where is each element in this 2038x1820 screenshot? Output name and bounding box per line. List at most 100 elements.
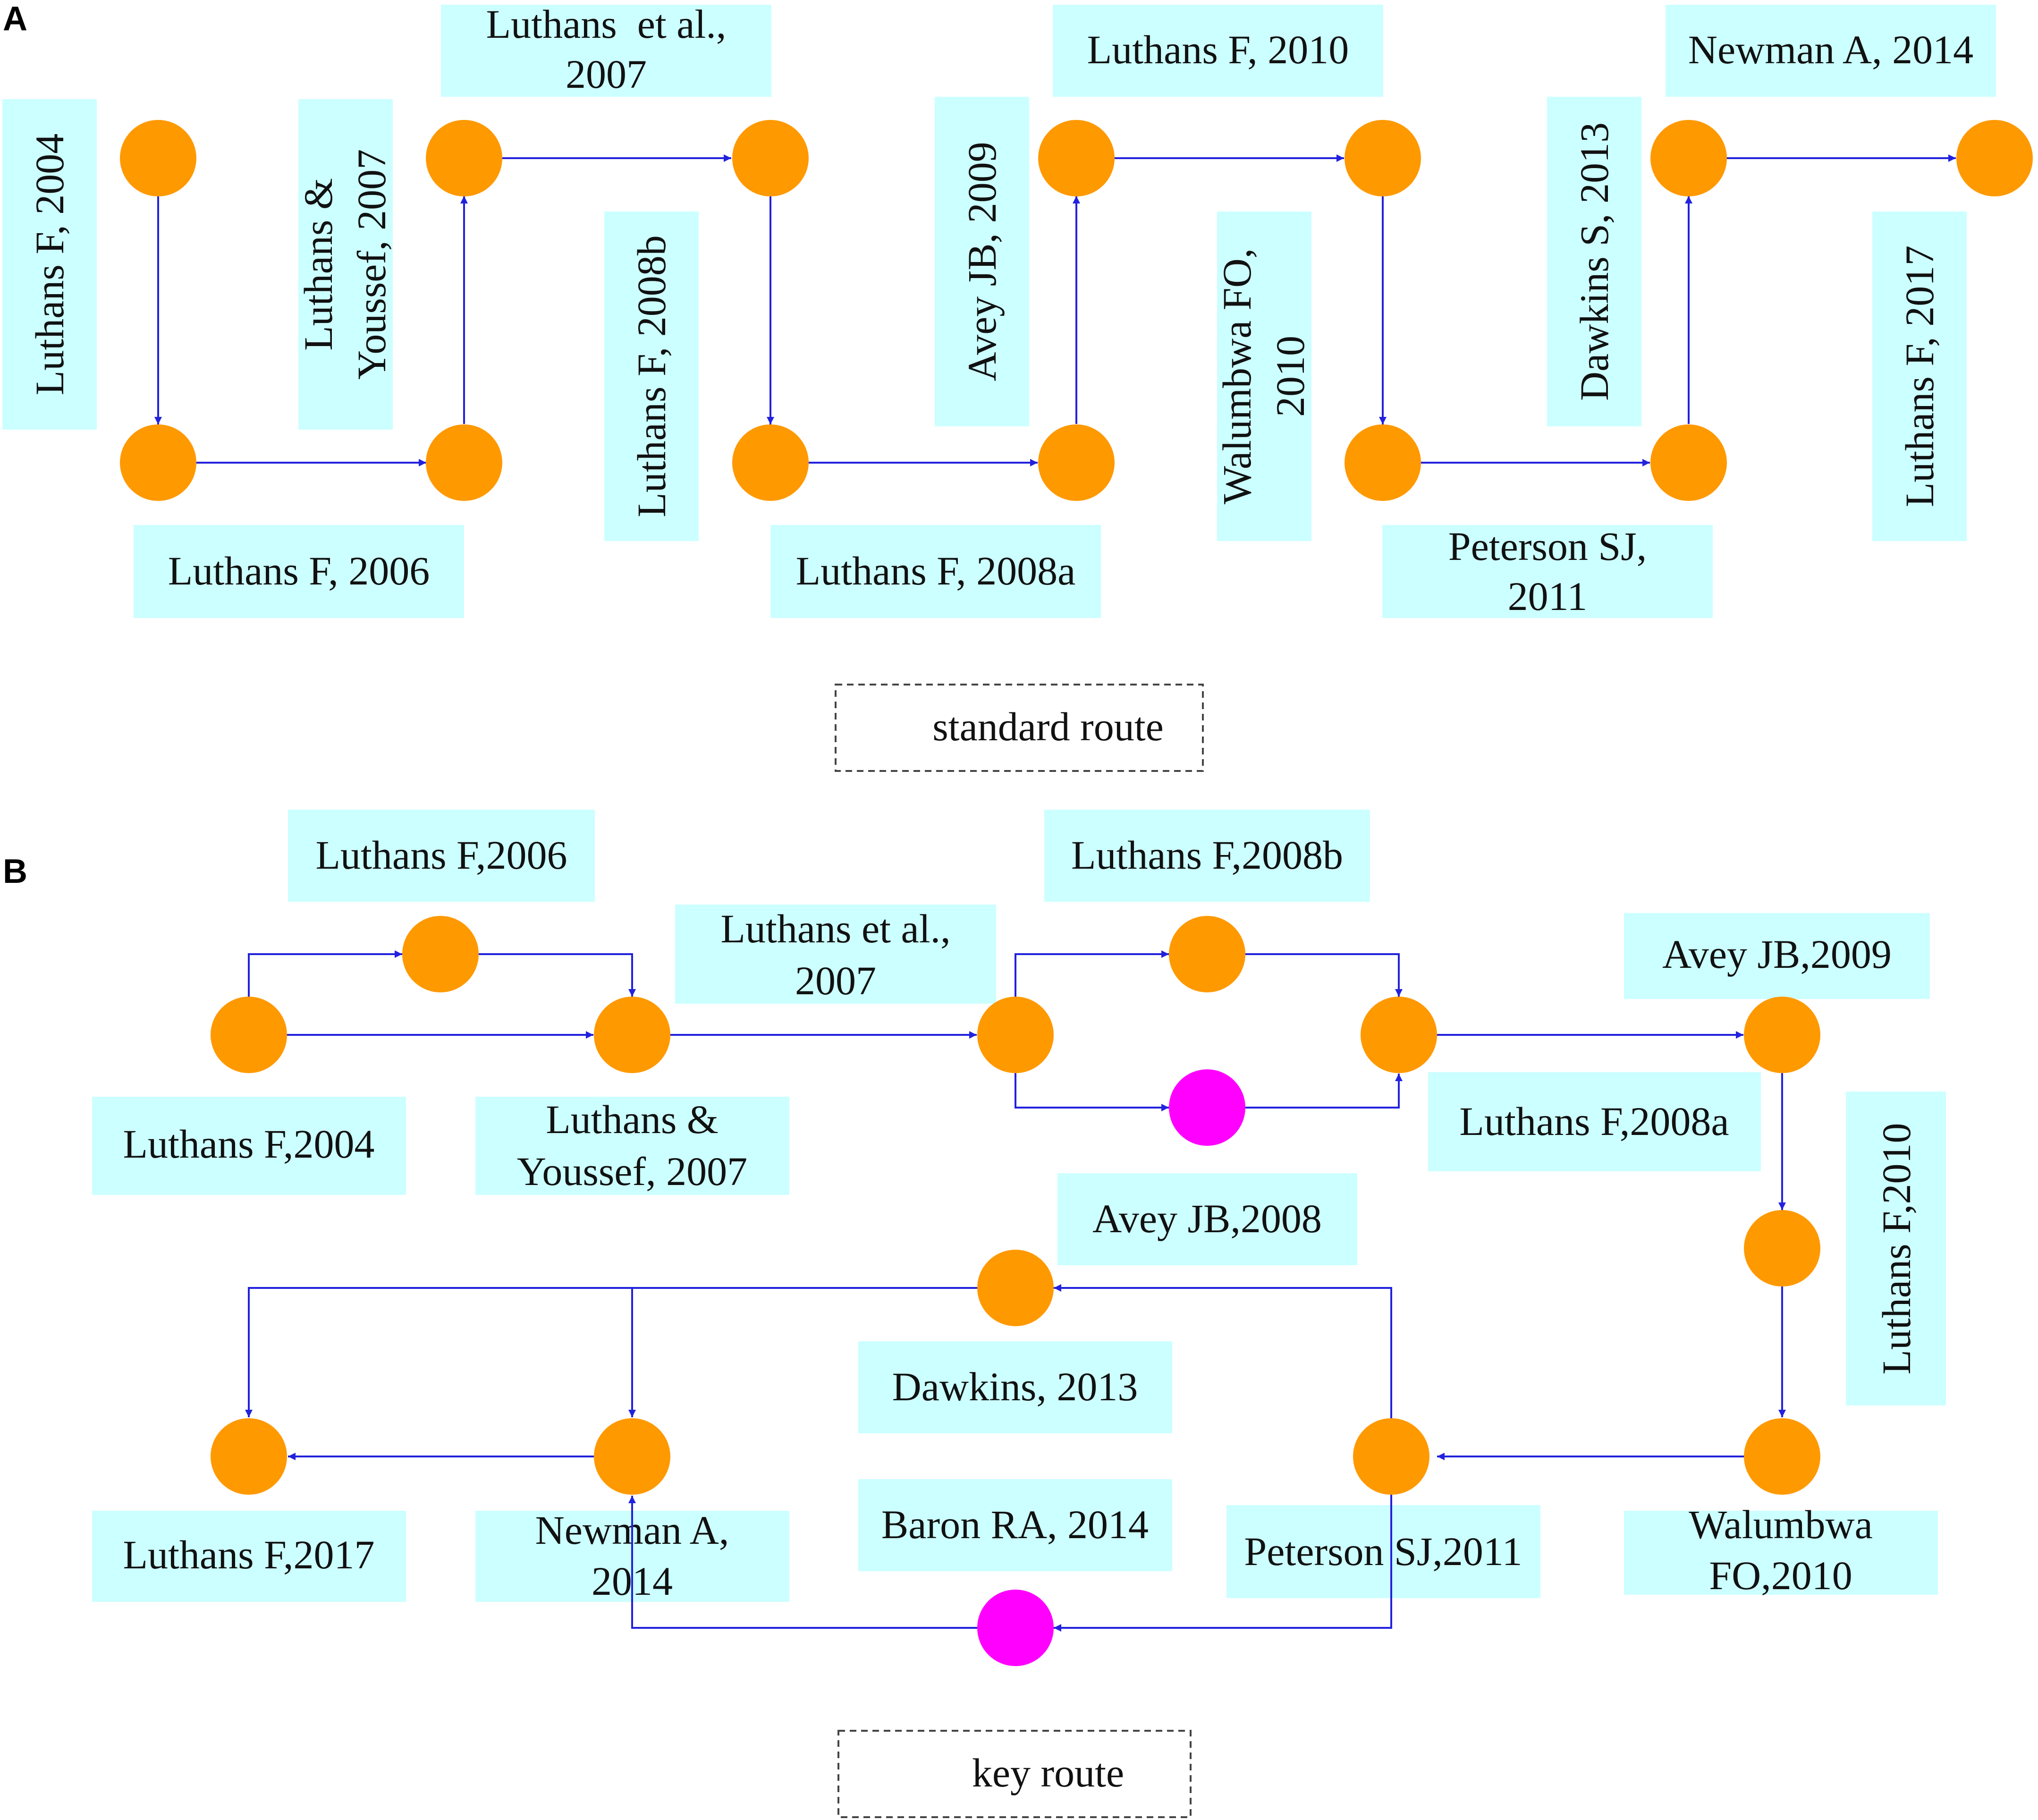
svg-text:Luthans et al.,: Luthans et al., — [486, 1, 727, 47]
svg-text:standard route: standard route — [932, 704, 1164, 749]
svg-text:Luthans F,2006: Luthans F,2006 — [315, 832, 567, 878]
edge-b-2008b-2008a — [1245, 953, 1403, 997]
node-b-luthans-etal-2007 — [977, 997, 1054, 1073]
label-a-luthans-youssef-2007: Luthans & Youssef, 2007 — [296, 99, 394, 430]
svg-text:2007: 2007 — [795, 958, 876, 1003]
edge-b-2006-ly2007 — [479, 953, 636, 997]
label-a-luthans-2006: Luthans F, 2006 — [134, 525, 464, 618]
panel-b-nodes — [211, 916, 1820, 1666]
label-a-luthans-2004: Luthans F, 2004 — [2, 99, 97, 430]
svg-text:Avey JB,2009: Avey JB,2009 — [1662, 931, 1892, 977]
svg-text:Luthans F, 2006: Luthans F, 2006 — [168, 548, 430, 593]
label-a-newman-2014: Newman A, 2014 — [1666, 5, 1996, 97]
label-a-walumbwa-2010: Walumbwa FO, 2010 — [1214, 212, 1313, 541]
edge-b-key1-2008a — [1245, 1074, 1403, 1109]
edge-b-key2-newman — [628, 1496, 977, 1629]
node-b-peterson-2011 — [1353, 1418, 1429, 1495]
node-a-walumbwa-2010 — [1345, 120, 1421, 196]
label-b-luthans-2006: Luthans F,2006 — [288, 810, 595, 902]
svg-text:Walumbwa: Walumbwa — [1689, 1502, 1873, 1547]
node-a-luthans-2017 — [1956, 120, 2033, 196]
svg-text:Luthans F, 2017: Luthans F, 2017 — [1897, 245, 1942, 508]
panel-a-edges — [154, 154, 1956, 466]
panel-a-nodes — [120, 120, 2033, 501]
node-a-newman-2014 — [1650, 120, 1727, 196]
node-a-avey-2009 — [1038, 424, 1115, 501]
panel-b-labels: Luthans F,2006 Luthans F,2004 Luthans & … — [92, 810, 1946, 1604]
node-a-luthans-2004 — [120, 120, 196, 196]
svg-text:Luthans F, 2008b: Luthans F, 2008b — [629, 235, 674, 517]
label-b-walumbwa-2010: Walumbwa FO,2010 — [1624, 1502, 1938, 1598]
svg-text:Luthans &: Luthans & — [296, 178, 341, 350]
svg-text:key route: key route — [972, 1750, 1124, 1795]
svg-text:Luthans F, 2008a: Luthans F, 2008a — [796, 548, 1076, 593]
node-a-luthans-2006 — [120, 424, 196, 501]
node-a-luthans-2008a — [732, 424, 809, 501]
node-a-luthans-2010 — [1038, 120, 1115, 196]
node-b-luthans-2017 — [211, 1418, 287, 1495]
edge-b-peterson-avey2008 — [1054, 1284, 1392, 1418]
svg-text:Youssef, 2007: Youssef, 2007 — [517, 1149, 747, 1194]
node-b-key-node-2 — [977, 1590, 1054, 1666]
label-b-luthans-2010: Luthans F,2010 — [1846, 1092, 1946, 1405]
panel-b-letter: B — [3, 853, 27, 890]
node-a-dawkins-2013 — [1650, 424, 1727, 501]
node-b-luthans-youssef-2007 — [594, 997, 670, 1073]
node-b-avey-2008 — [977, 1250, 1054, 1326]
label-b-avey-2009: Avey JB,2009 — [1624, 913, 1930, 999]
panel-b-legend: key route — [837, 1730, 1192, 1818]
svg-text:Youssef, 2007: Youssef, 2007 — [349, 149, 394, 380]
svg-text:Luthans et al.,: Luthans et al., — [720, 906, 950, 951]
svg-text:Dawkins, 2013: Dawkins, 2013 — [892, 1364, 1138, 1409]
node-b-luthans-2008b — [1169, 916, 1245, 992]
label-b-luthans-2017: Luthans F,2017 — [92, 1511, 406, 1602]
edge-b-2004-2006 — [248, 950, 402, 997]
node-a-luthans-youssef-2007 — [426, 424, 502, 501]
svg-text:2007: 2007 — [566, 51, 647, 97]
label-a-luthans-2008a: Luthans F, 2008a — [770, 525, 1101, 618]
label-a-peterson-2011: Peterson SJ, 2011 — [1382, 524, 1713, 619]
svg-text:Dawkins S, 2013: Dawkins S, 2013 — [1572, 122, 1617, 401]
node-b-luthans-2008a — [1361, 997, 1437, 1073]
label-b-luthans-etal-2007: Luthans et al., 2007 — [675, 905, 996, 1004]
edge-b-etal2007-key1 — [1015, 1073, 1169, 1111]
node-b-key-node-1 — [1169, 1069, 1245, 1146]
label-b-avey-2008: Avey JB,2008 — [1057, 1173, 1357, 1265]
node-b-newman-2014 — [594, 1418, 670, 1495]
label-a-luthans-2010: Luthans F, 2010 — [1053, 5, 1383, 97]
node-a-luthans-2008b — [732, 120, 809, 196]
node-b-avey-2009 — [1744, 997, 1820, 1073]
node-b-walumbwa-2010 — [1744, 1418, 1820, 1495]
node-b-luthans-2006 — [402, 916, 479, 992]
svg-text:2010: 2010 — [1268, 336, 1313, 417]
svg-text:Baron RA, 2014: Baron RA, 2014 — [881, 1502, 1149, 1547]
svg-text:Luthans F,2017: Luthans F,2017 — [123, 1532, 374, 1577]
label-a-luthans-2017: Luthans F, 2017 — [1872, 212, 1967, 541]
edge-b-etal2007-2008b — [1015, 950, 1169, 997]
svg-text:FO,2010: FO,2010 — [1709, 1553, 1852, 1598]
svg-text:Peterson SJ,: Peterson SJ, — [1448, 524, 1647, 569]
svg-text:Luthans F, 2004: Luthans F, 2004 — [27, 134, 72, 396]
svg-text:Luthans F,2004: Luthans F,2004 — [123, 1121, 374, 1167]
svg-text:Luthans &: Luthans & — [546, 1097, 718, 1142]
label-b-luthans-2008b: Luthans F,2008b — [1044, 810, 1370, 902]
edge-b-avey2008-2017 — [245, 1287, 977, 1417]
svg-text:Avey JB,2008: Avey JB,2008 — [1092, 1196, 1322, 1241]
node-b-luthans-2010 — [1744, 1210, 1820, 1287]
svg-text:Avey JB, 2009: Avey JB, 2009 — [959, 142, 1005, 381]
svg-text:Walumbwa FO,: Walumbwa FO, — [1214, 248, 1260, 504]
node-a-peterson-2011 — [1345, 424, 1421, 501]
label-a-dawkins-2013: Dawkins S, 2013 — [1547, 97, 1641, 426]
label-b-dawkins-2013: Dawkins, 2013 — [858, 1341, 1172, 1433]
label-b-luthans-2008a: Luthans F,2008a — [1428, 1072, 1761, 1171]
svg-text:2011: 2011 — [1508, 574, 1588, 619]
panel-a-legend: standard route — [835, 684, 1204, 772]
svg-text:Newman A, 2014: Newman A, 2014 — [1688, 27, 1973, 72]
label-b-luthans-youssef-2007: Luthans & Youssef, 2007 — [475, 1097, 789, 1195]
label-a-luthans-2008b: Luthans F, 2008b — [604, 212, 699, 541]
panel-a-letter: A — [3, 0, 27, 38]
svg-text:Luthans F, 2010: Luthans F, 2010 — [1087, 27, 1349, 72]
panel-a-labels: Luthans F, 2004 Luthans F, 2006 Luthans … — [2, 1, 1996, 619]
svg-text:Peterson SJ,2011: Peterson SJ,2011 — [1244, 1529, 1522, 1574]
